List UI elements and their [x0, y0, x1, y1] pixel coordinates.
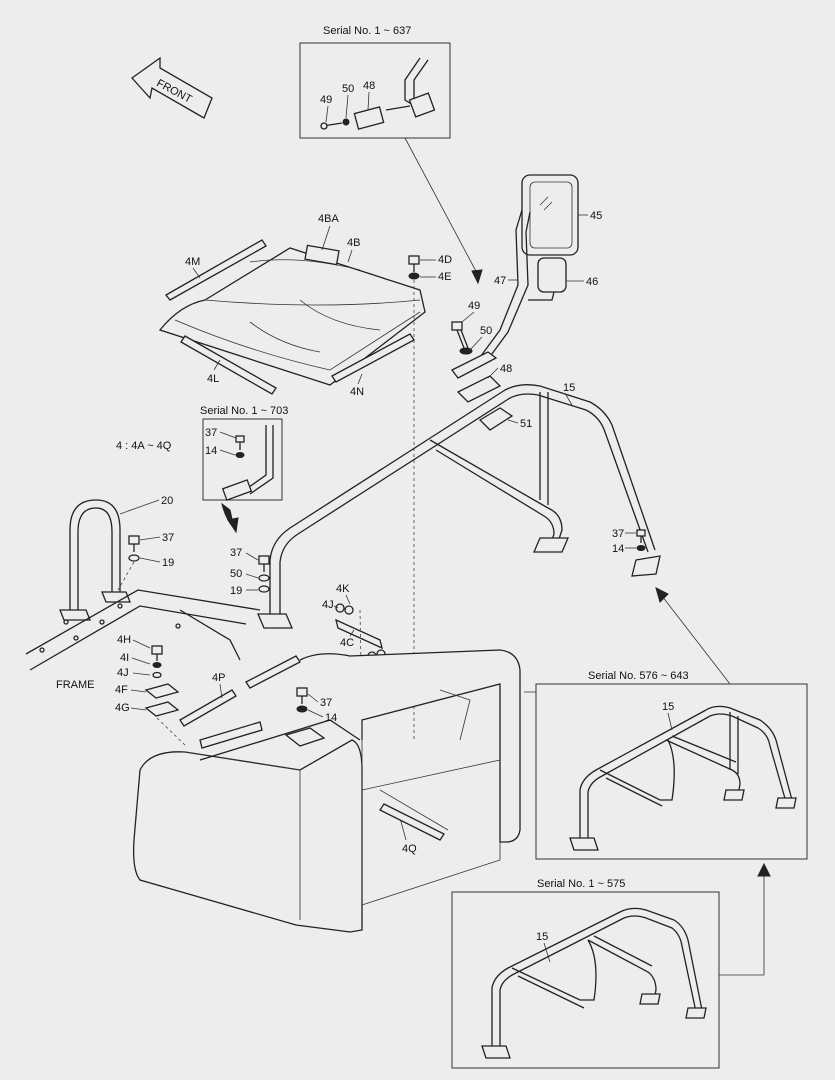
callout-4N: 4N	[350, 386, 364, 398]
inset-serial-1-575: Serial No. 1 ~ 575 15	[451, 878, 720, 1069]
cabin-body-4A: 4A 4Q	[132, 649, 560, 933]
inset-title-1-637: Serial No. 1 ~ 637	[323, 25, 411, 37]
callout-46: 46	[586, 276, 598, 288]
tractor-frame: FRAME	[25, 589, 261, 691]
callout-4P: 4P	[212, 672, 225, 684]
callout-48b: 48	[500, 363, 512, 375]
inset-title-1-575: Serial No. 1 ~ 575	[537, 878, 625, 890]
rollover-frame-main: 15	[257, 382, 661, 629]
callout-19b: 19	[230, 585, 242, 597]
callout-4H: 4H	[117, 634, 131, 646]
callout-4K1: 4K	[336, 583, 350, 595]
callout-14a: 14	[205, 445, 217, 457]
callout-14b: 14	[612, 543, 624, 555]
inset-serial-1-637: Serial No. 1 ~ 637 49 50 48	[299, 25, 451, 139]
bolt-37-14-cab: 37 14	[284, 687, 337, 747]
callout-50: 50	[342, 83, 354, 95]
inset-serial-576-643: Serial No. 576 ~ 643 15	[535, 670, 808, 860]
inset-title-576-643: Serial No. 576 ~ 643	[588, 670, 689, 682]
callout-49: 49	[320, 94, 332, 106]
callout-4G: 4G	[115, 702, 130, 714]
callout-15c: 15	[536, 931, 548, 943]
front-arrow: FRONT	[131, 56, 213, 119]
grab-handle-20: 20 37 19	[59, 495, 174, 621]
callout-15b: 15	[662, 701, 674, 713]
callout-47: 47	[494, 275, 506, 287]
callout-50b: 50	[480, 325, 492, 337]
callout-48: 48	[363, 80, 375, 92]
callout-4L: 4L	[207, 373, 219, 385]
callout-4E: 4E	[438, 271, 451, 283]
callout-4D: 4D	[438, 254, 452, 266]
callout-4I: 4I	[120, 652, 129, 664]
callout-45: 45	[590, 210, 602, 222]
callout-37c: 37	[230, 547, 242, 559]
callout-15a: 15	[563, 382, 575, 394]
weather-strips-4P: 4P	[179, 655, 301, 727]
weather-strips: 4M 4L 4N	[165, 239, 415, 398]
callout-20: 20	[161, 495, 173, 507]
callout-4J1: 4J	[322, 599, 334, 611]
callout-49b: 49	[468, 300, 480, 312]
bolt-37-50-19: 37 50 19	[230, 547, 270, 597]
callout-37a: 37	[205, 427, 217, 439]
inset-title-1-703: Serial No. 1 ~ 703	[200, 405, 288, 417]
callout-4B: 4B	[347, 237, 360, 249]
callout-14c: 14	[325, 712, 337, 724]
inset-serial-1-703: Serial No. 1 ~ 703 37 14	[200, 405, 288, 501]
mirror-assembly: 45 46 47	[477, 174, 602, 363]
callout-19a: 19	[162, 557, 174, 569]
callout-4BA: 4BA	[318, 213, 339, 225]
bolt-37-14-rear: 37 14	[612, 528, 646, 555]
callout-50c: 50	[230, 568, 242, 580]
callout-51: 51	[520, 418, 532, 430]
roof-panel: 4BA 4B	[158, 213, 426, 386]
mirror-mount-parts: 49 50 48 51	[451, 300, 532, 431]
callout-4M: 4M	[185, 256, 200, 268]
callout-37e: 37	[320, 697, 332, 709]
callout-4Q: 4Q	[402, 843, 417, 855]
callout-37b: 37	[162, 532, 174, 544]
callout-37d: 37	[612, 528, 624, 540]
callout-4J3: 4J	[117, 667, 129, 679]
bolt-4D: 4D 4E	[408, 254, 452, 740]
bracket-4F-4G: 4H 4I 4J 4F 4G	[115, 634, 187, 747]
callout-4F: 4F	[115, 684, 128, 696]
callout-4C: 4C	[340, 637, 354, 649]
frame-label: FRAME	[56, 679, 95, 691]
group-note: 4 : 4A ~ 4Q	[116, 440, 172, 452]
